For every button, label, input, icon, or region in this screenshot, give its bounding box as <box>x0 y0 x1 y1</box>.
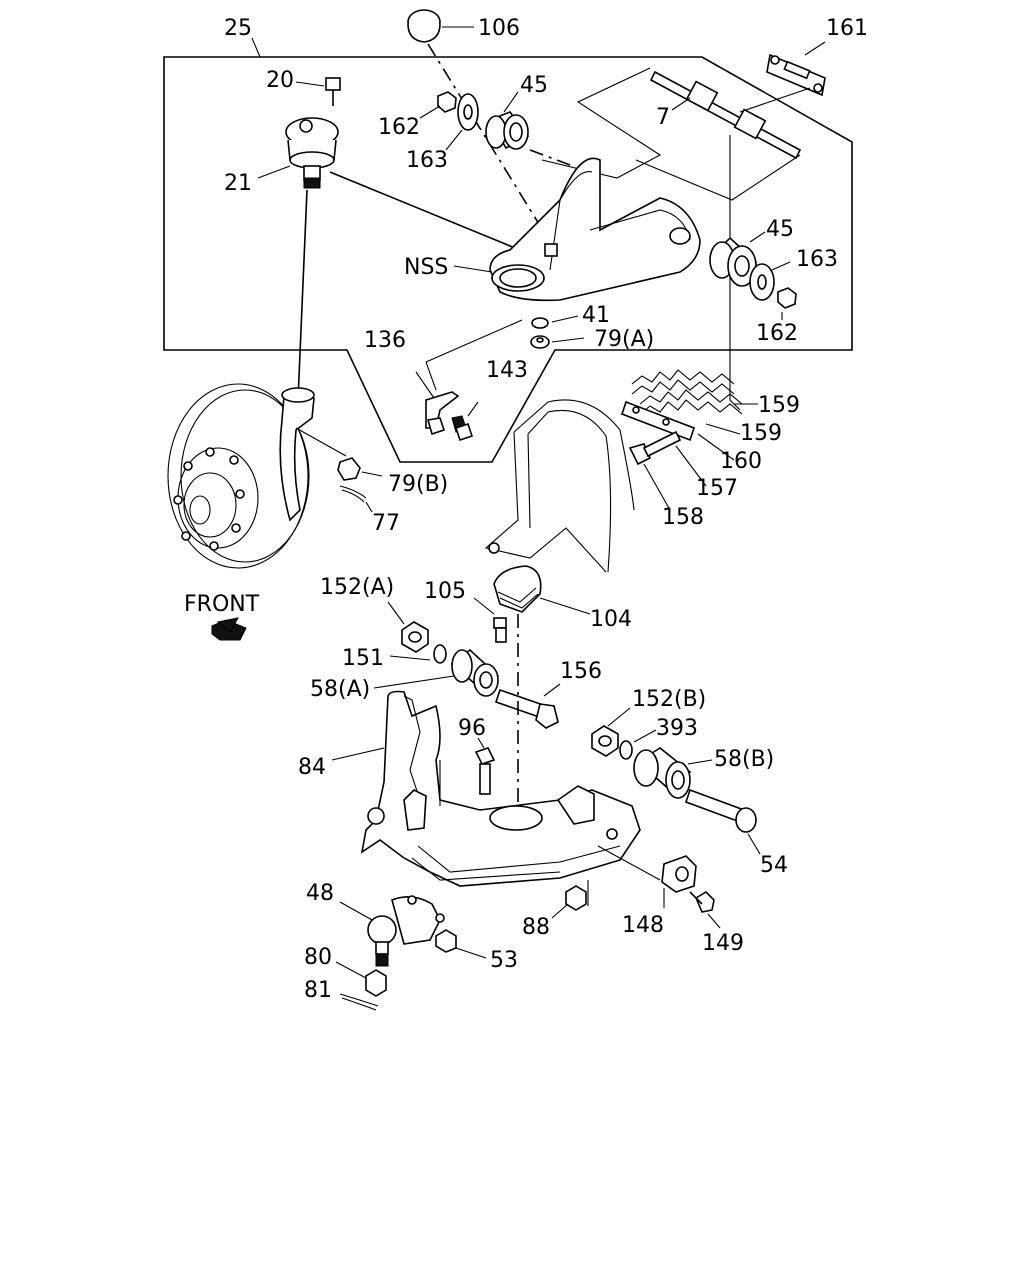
bolt-20 <box>295 77 341 106</box>
bushing-58a <box>373 648 500 697</box>
leader-25 <box>251 37 261 58</box>
label-105: 105 <box>424 579 466 604</box>
label-104: 104 <box>590 607 632 632</box>
bracket-136 <box>415 371 460 436</box>
label-163-upper: 163 <box>406 148 448 173</box>
label-159-a: 159 <box>758 393 800 418</box>
nut-53 <box>435 929 487 959</box>
label-136: 136 <box>364 328 406 353</box>
bolt-96 <box>474 737 496 795</box>
label-80: 80 <box>304 945 332 970</box>
bolt-143 <box>451 401 479 442</box>
cotter-pin-77 <box>339 485 373 513</box>
label-393: 393 <box>656 716 698 741</box>
spacer-plates-159 <box>631 369 743 415</box>
brake-rotor-knuckle <box>167 383 315 569</box>
bolt-105 <box>473 597 507 643</box>
bolt-54 <box>684 788 761 855</box>
washer-163-lower <box>749 261 791 301</box>
label-77: 77 <box>372 511 400 536</box>
label-88: 88 <box>522 915 550 940</box>
nut-162-upper <box>419 91 457 119</box>
upper-control-arm <box>453 157 701 302</box>
label-45-upper: 45 <box>520 73 548 98</box>
label-45-lower: 45 <box>766 217 794 242</box>
label-152b: 152(B) <box>632 687 706 712</box>
label-21: 21 <box>224 171 252 196</box>
label-41: 41 <box>582 303 610 328</box>
frame-bracket <box>484 399 635 573</box>
nut-79b <box>337 457 383 481</box>
label-7: 7 <box>656 105 670 130</box>
label-81: 81 <box>304 978 332 1003</box>
ball-joint-upper-leader <box>329 171 521 251</box>
label-53: 53 <box>490 948 518 973</box>
nut-88 <box>551 880 589 919</box>
label-143: 143 <box>486 358 528 383</box>
nut-152b <box>591 707 631 757</box>
label-106: 106 <box>478 16 520 41</box>
bushing-45-upper <box>485 91 530 150</box>
bushing-58b <box>633 747 713 799</box>
shaft-7 <box>649 70 802 160</box>
label-163-lower: 163 <box>796 247 838 272</box>
washer-163-upper <box>445 93 479 151</box>
label-157: 157 <box>696 476 738 501</box>
bolt-149 <box>689 890 721 929</box>
bump-cap-106 <box>407 9 474 43</box>
shim-160 <box>620 400 696 442</box>
label-159-b: 159 <box>740 421 782 446</box>
ball-joint-21 <box>257 117 339 189</box>
label-58a: 58(A) <box>310 677 370 702</box>
label-79a: 79(A) <box>594 327 654 352</box>
label-160: 160 <box>720 449 762 474</box>
stopper-104 <box>493 565 591 615</box>
label-149: 149 <box>702 931 744 956</box>
label-161: 161 <box>826 16 868 41</box>
label-156: 156 <box>560 659 602 684</box>
label-48: 48 <box>306 881 334 906</box>
label-158: 158 <box>662 505 704 530</box>
bolt-157-158 <box>628 430 682 511</box>
bracket-148 <box>597 845 697 908</box>
label-25: 25 <box>224 16 252 41</box>
label-79b: 79(B) <box>388 472 448 497</box>
ball-joint-axis-down <box>297 189 308 401</box>
label-58b: 58(B) <box>714 747 774 772</box>
label-148: 148 <box>622 913 664 938</box>
label-front: FRONT <box>184 592 260 617</box>
ball-joint-48 <box>339 895 445 967</box>
nut-79a <box>530 335 585 349</box>
nut-162-lower <box>777 287 797 320</box>
axis-upper-bushing <box>529 149 571 166</box>
washer-151 <box>389 644 447 664</box>
label-20: 20 <box>266 68 294 93</box>
label-54: 54 <box>760 853 788 878</box>
label-152a: 152(A) <box>320 575 394 600</box>
lower-control-arm <box>331 690 641 887</box>
label-84: 84 <box>298 755 326 780</box>
front-arrow-icon <box>211 617 247 641</box>
cotter-pin-81 <box>339 993 379 1011</box>
washer-41 <box>531 315 579 329</box>
label-96: 96 <box>458 716 486 741</box>
washer-393 <box>619 729 657 760</box>
nut-80 <box>335 961 387 997</box>
label-162-lower: 162 <box>756 321 798 346</box>
bracket-161 <box>766 41 826 97</box>
label-162-upper: 162 <box>378 115 420 140</box>
label-nss: NSS <box>404 255 448 280</box>
bolt-156 <box>494 683 561 729</box>
nut-152a <box>387 601 429 653</box>
label-151: 151 <box>342 646 384 671</box>
bushing-45-lower <box>709 231 766 287</box>
